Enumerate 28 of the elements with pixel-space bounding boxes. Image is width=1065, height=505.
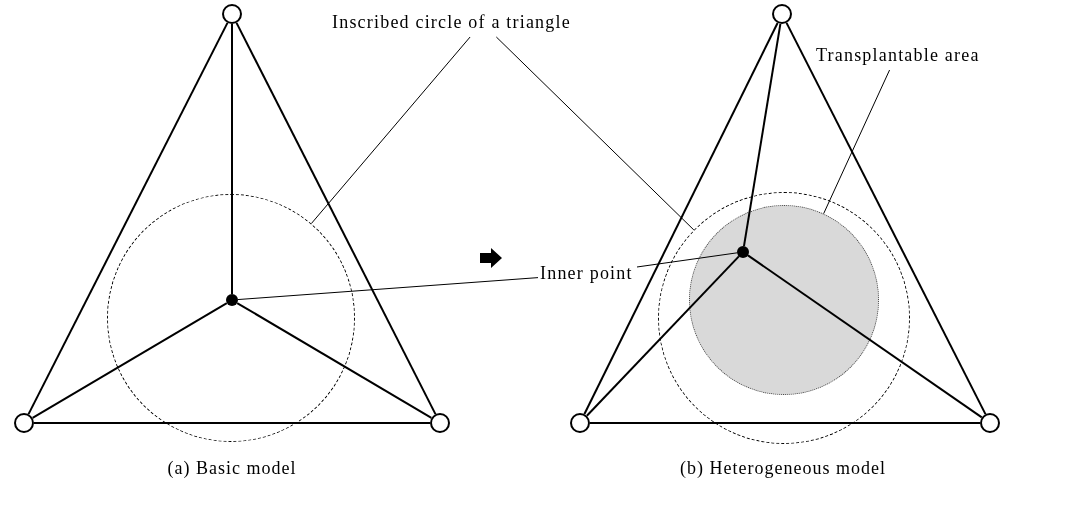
vertex-circle [570, 413, 590, 433]
triangle-line [31, 302, 228, 419]
vertex-circle [222, 4, 242, 24]
leader-line [636, 252, 738, 268]
inner-point-dot [736, 245, 749, 258]
leader-line [823, 69, 891, 215]
vertex-circle [980, 413, 1000, 433]
triangle-line [583, 21, 779, 416]
triangle-line [27, 21, 229, 416]
leader-line [237, 277, 539, 301]
triangle-line [231, 23, 233, 295]
figure-caption: (b) Heterogeneous model [680, 458, 886, 479]
inner-point-dot [225, 293, 238, 306]
triangle-line [589, 422, 981, 424]
triangle-line [33, 422, 431, 424]
leader-line [310, 36, 471, 225]
vertex-circle [430, 413, 450, 433]
figure-caption: (a) Basic model [167, 458, 297, 479]
callout-text: Inscribed circle of a triangle [332, 11, 571, 33]
triangle-line [235, 21, 437, 416]
leader-line [495, 36, 695, 231]
triangle-line [746, 254, 983, 419]
triangle-line [742, 22, 782, 248]
triangle-line [585, 255, 740, 417]
vertex-circle [772, 4, 792, 24]
triangle-line [785, 21, 987, 416]
triangle-line [236, 302, 433, 419]
vertex-circle [14, 413, 34, 433]
